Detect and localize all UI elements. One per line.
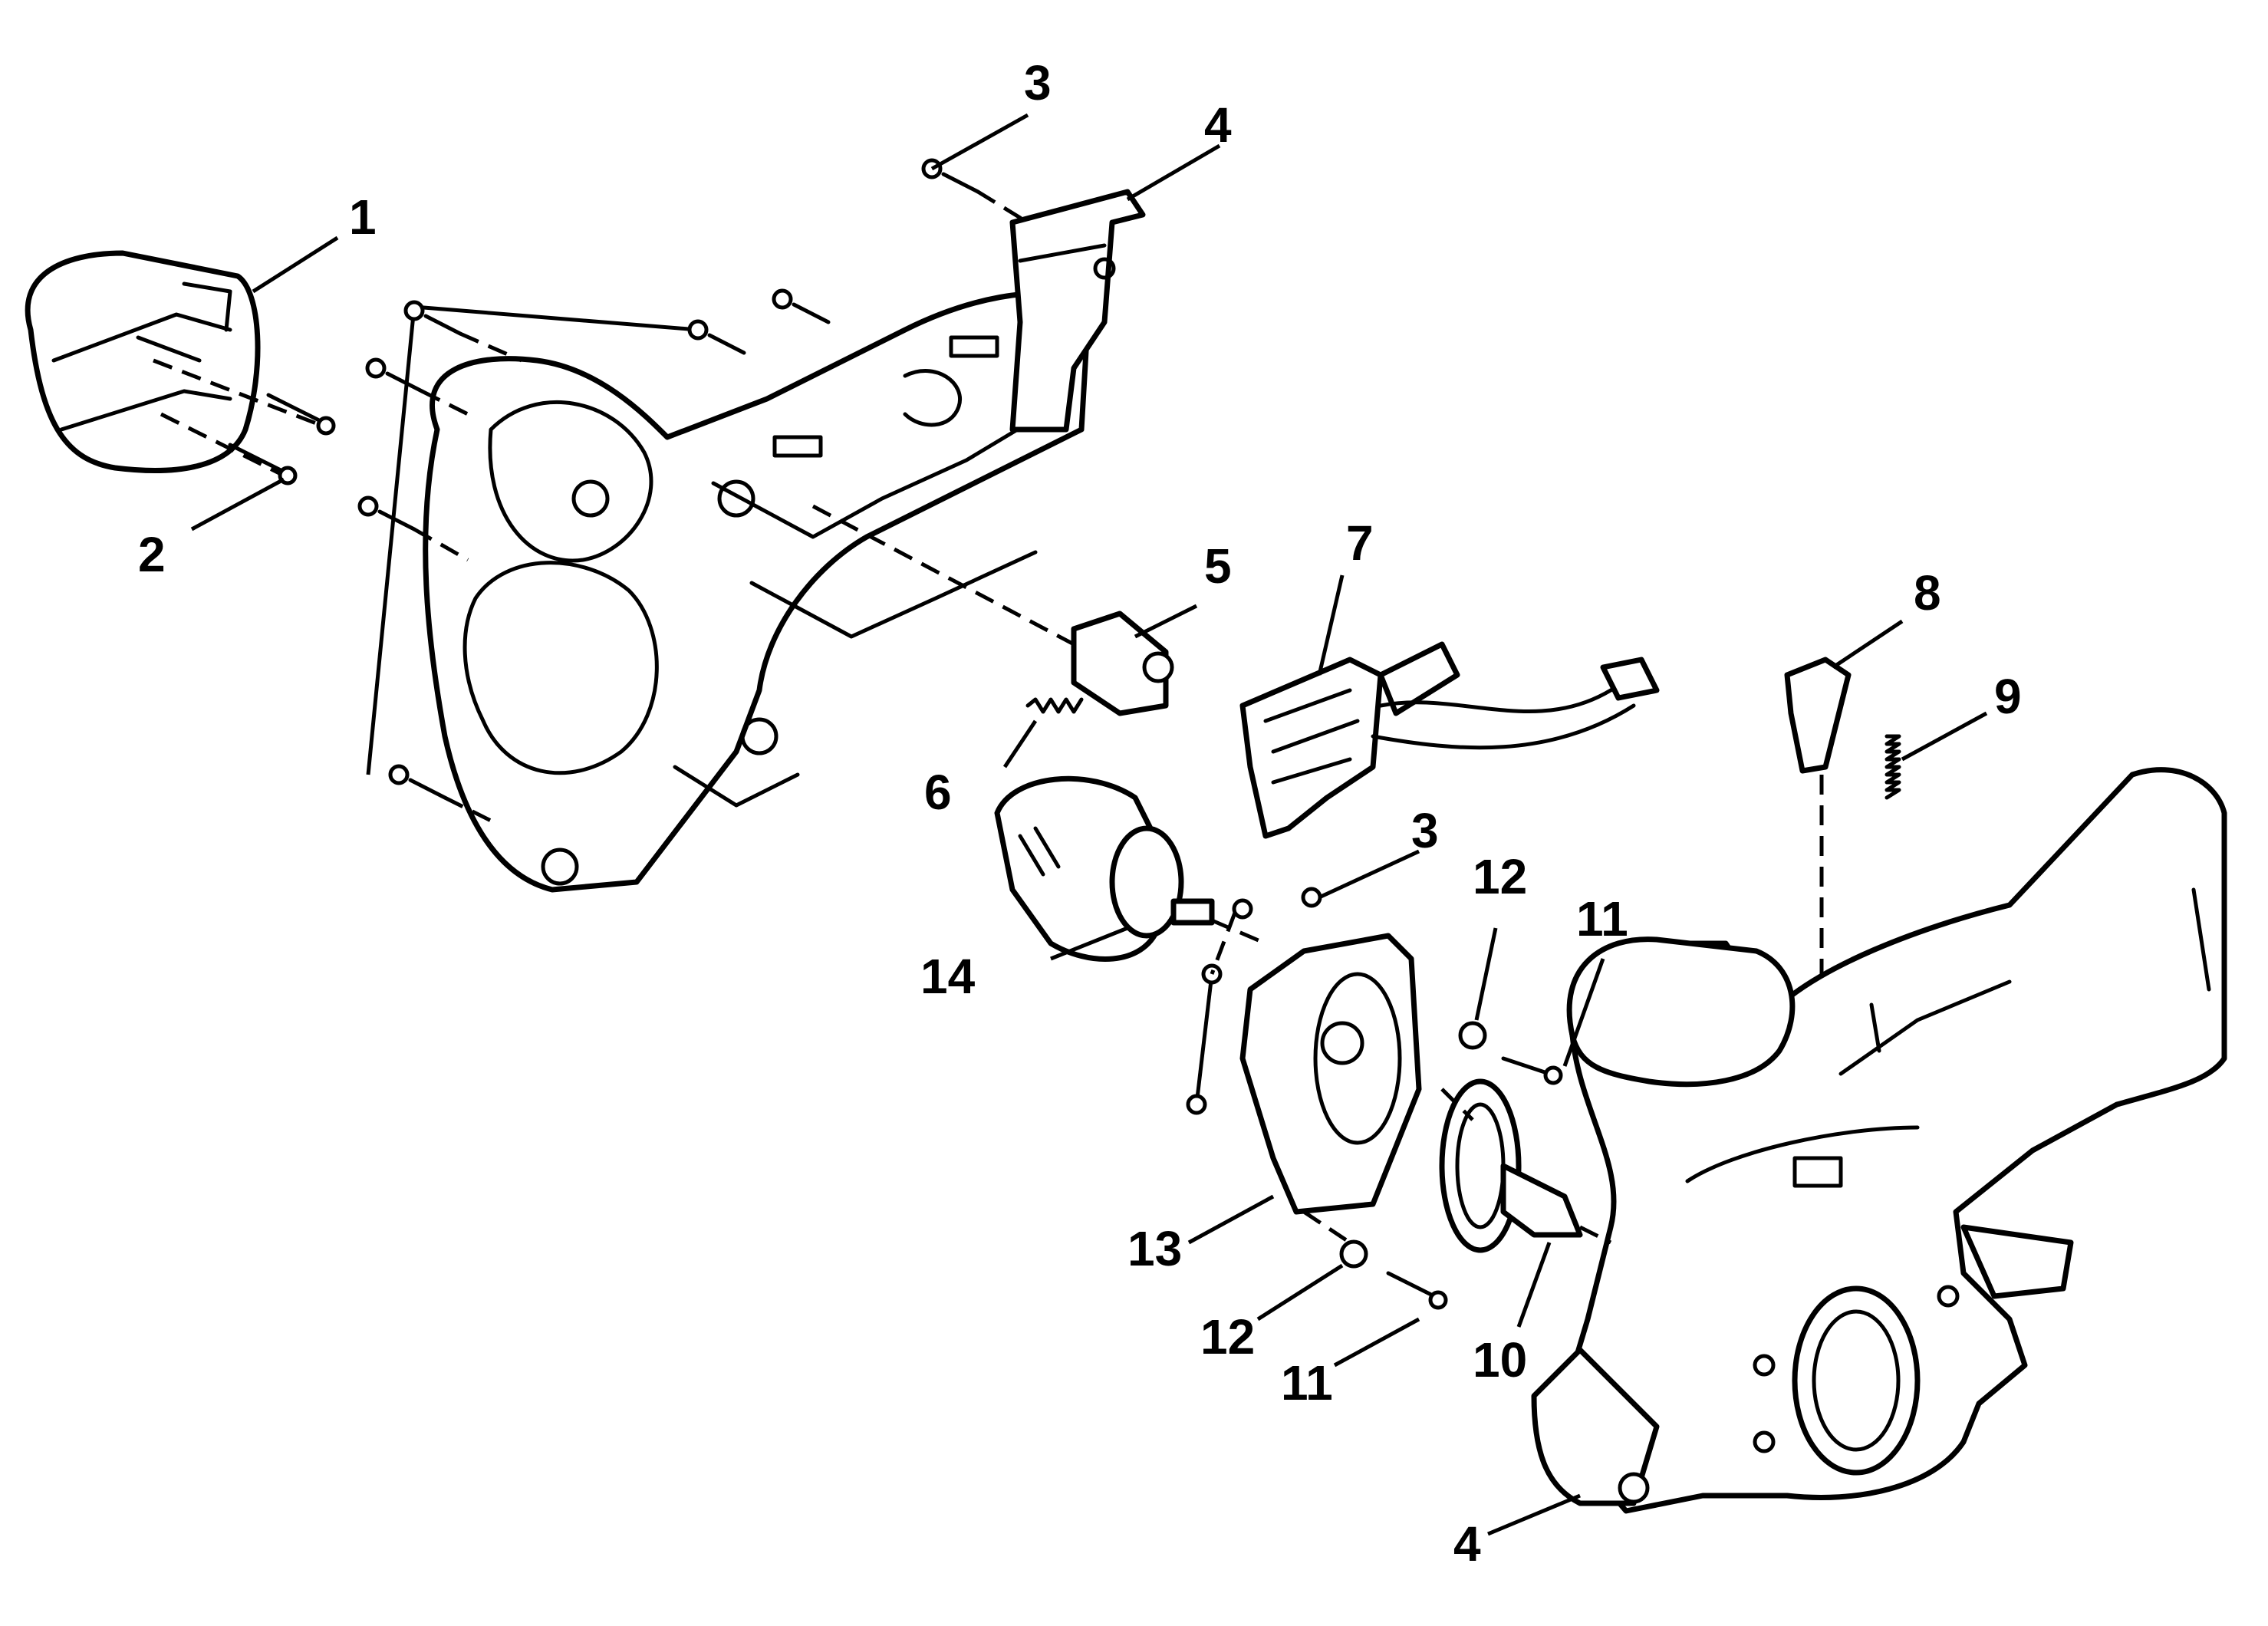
part-12-washer-lower	[1339, 1239, 1368, 1269]
part-2-screws	[153, 358, 336, 485]
callout-3-upper: 3	[1024, 55, 1052, 110]
callout-11-upper: 11	[1576, 891, 1628, 946]
callout-labels: 1 2 3 4 5 6 7 8 9 3 12 11 14 13 12 11 10…	[138, 55, 2022, 1572]
part-6-spring	[1025, 697, 1084, 714]
assembly-dashed-lines	[1210, 912, 1612, 1245]
callout-9: 9	[1994, 669, 2022, 724]
callout-3-lower: 3	[1411, 803, 1439, 858]
part-13-gear-housing	[1186, 887, 1422, 1215]
callout-12-lower: 12	[1200, 1309, 1255, 1364]
callout-11-lower: 11	[1281, 1355, 1333, 1410]
part-5-lock-button	[811, 504, 1174, 716]
part-8-button	[1784, 657, 1852, 1150]
part-11-screw-lower	[1386, 1271, 1448, 1310]
callout-4-upper: 4	[1204, 97, 1232, 153]
housing-screws	[357, 158, 1029, 823]
callout-4-lower: 4	[1453, 1516, 1481, 1572]
part-14-motor	[994, 775, 1215, 962]
part-9-spring	[1885, 734, 1901, 800]
part-11-screw-upper	[1501, 1056, 1563, 1085]
part-4-handle-cover-upper	[1009, 189, 1146, 433]
part-12-washer-upper	[1458, 1021, 1487, 1050]
callout-6: 6	[924, 765, 952, 820]
callout-5: 5	[1204, 538, 1232, 594]
callout-10: 10	[1473, 1332, 1527, 1387]
callout-2: 2	[138, 527, 166, 582]
callout-12-upper: 12	[1473, 849, 1527, 904]
part-1-nose-cap	[25, 250, 261, 473]
part-10-gear	[1439, 1078, 1583, 1253]
callout-7: 7	[1346, 515, 1374, 571]
callout-1: 1	[349, 189, 377, 245]
part-4-main-housing	[1531, 767, 2227, 1514]
part-7-switch	[1239, 641, 1660, 839]
callout-8: 8	[1914, 565, 1941, 620]
callout-13: 13	[1127, 1221, 1182, 1276]
part-housing-left-half	[423, 290, 1092, 893]
callout-14: 14	[920, 949, 976, 1004]
callout-leaders	[190, 113, 1988, 1536]
